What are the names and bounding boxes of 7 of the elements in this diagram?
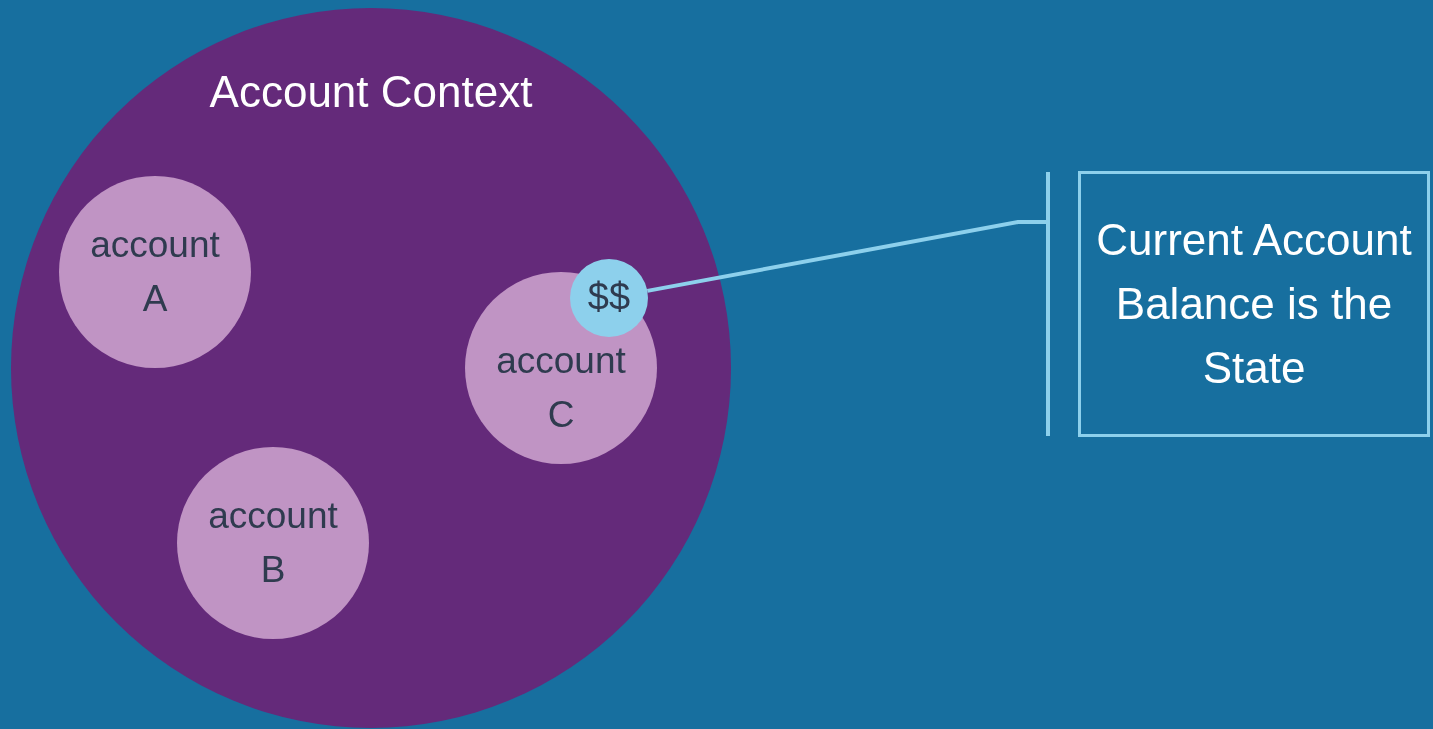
node-label: Current Account Balance is the State [1095,214,1413,394]
node-label: account A [89,223,221,321]
node-label: account B [207,494,339,592]
node-label: $$ [587,275,631,321]
node-label: account C [495,339,627,437]
state-box [1078,171,1430,437]
group-title: Account Context [209,66,533,118]
